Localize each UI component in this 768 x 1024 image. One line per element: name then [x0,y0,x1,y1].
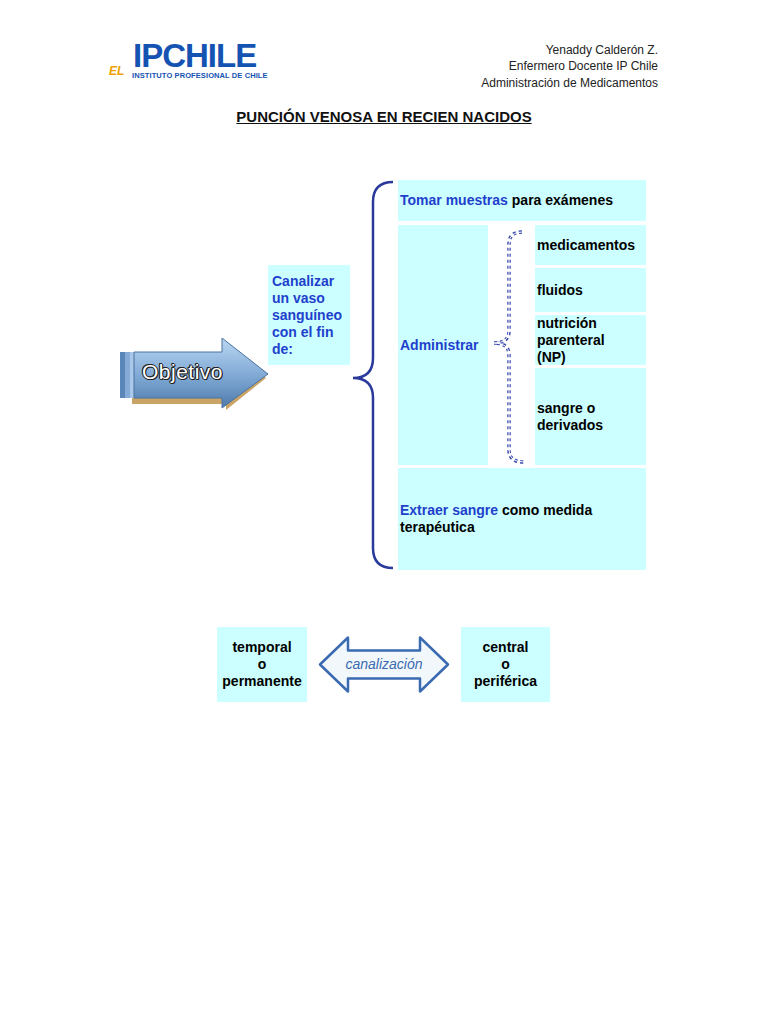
node-text: temporal o permanente [222,639,301,689]
curly-brace [353,182,393,568]
objective-arrow: Objetivo [120,338,270,412]
node-text: medicamentos [537,237,635,253]
type-box: temporal o permanente [217,627,307,702]
logo-prefix: EL [109,64,124,78]
node-text: sangre o derivados [537,400,603,433]
node-text: Extraer sangre [400,502,498,518]
node-text: para exámenes [512,192,613,208]
node-text: Objetivo [142,360,223,383]
logo-wordmark: IPCHILE [133,38,256,74]
item-box: fluidos [535,268,646,312]
text-block: sangre o derivados [537,400,642,434]
node-text: central o periférica [474,639,537,689]
text-block: Administrar [400,337,487,354]
node-text: Administrar [400,337,479,353]
dashed-brace [494,232,524,462]
text-block: Extraer sangrecomo medida terapéutica [400,502,640,536]
objective-box: Extraer sangrecomo medida terapéutica [398,468,646,570]
text-block: central o periférica [463,639,548,690]
type-box: central o periférica [461,627,550,702]
author-line: Yenaddy Calderón Z. [546,43,658,57]
text-block: Tomar muestraspara exámenes [400,192,642,209]
author-line: Administración de Medicamentos [481,76,658,90]
page-title: PUNCIÓN VENOSA EN RECIEN NACIDOS [0,108,768,125]
double-arrow [320,638,448,692]
author-line: Enfermero Docente IP Chile [509,59,658,73]
action-box: Administrar [398,225,488,465]
node-text: nutrición parenteral (NP) [537,315,605,365]
text-block: medicamentos [537,237,642,254]
text-block: fluidos [537,282,642,299]
arrow-body [134,338,268,408]
text-block: Canalizar un vaso sanguíneo con el fin d… [272,273,347,358]
text-block: nutrición parenteral (NP) [537,315,626,366]
item-box: medicamentos [535,225,646,265]
connector-label: canalización [345,656,422,672]
objective-box: Tomar muestraspara exámenes [398,180,646,221]
node-text: Tomar muestras [400,192,508,208]
node-text: fluidos [537,282,583,298]
item-box: nutrición parenteral (NP) [535,315,646,365]
purpose-box: Canalizar un vaso sanguíneo con el fin d… [268,265,350,365]
dashed-brace-core [494,232,524,462]
logo-subtitle: INSTITUTO PROFESIONAL DE CHILE [132,71,268,80]
item-box: sangre o derivados [535,368,646,465]
node-text: Canalizar un vaso sanguíneo con el fin d… [272,273,342,357]
text-block: temporal o permanente [219,639,305,690]
arrow-outline [320,638,448,692]
text-block: Objetivo [142,363,223,383]
